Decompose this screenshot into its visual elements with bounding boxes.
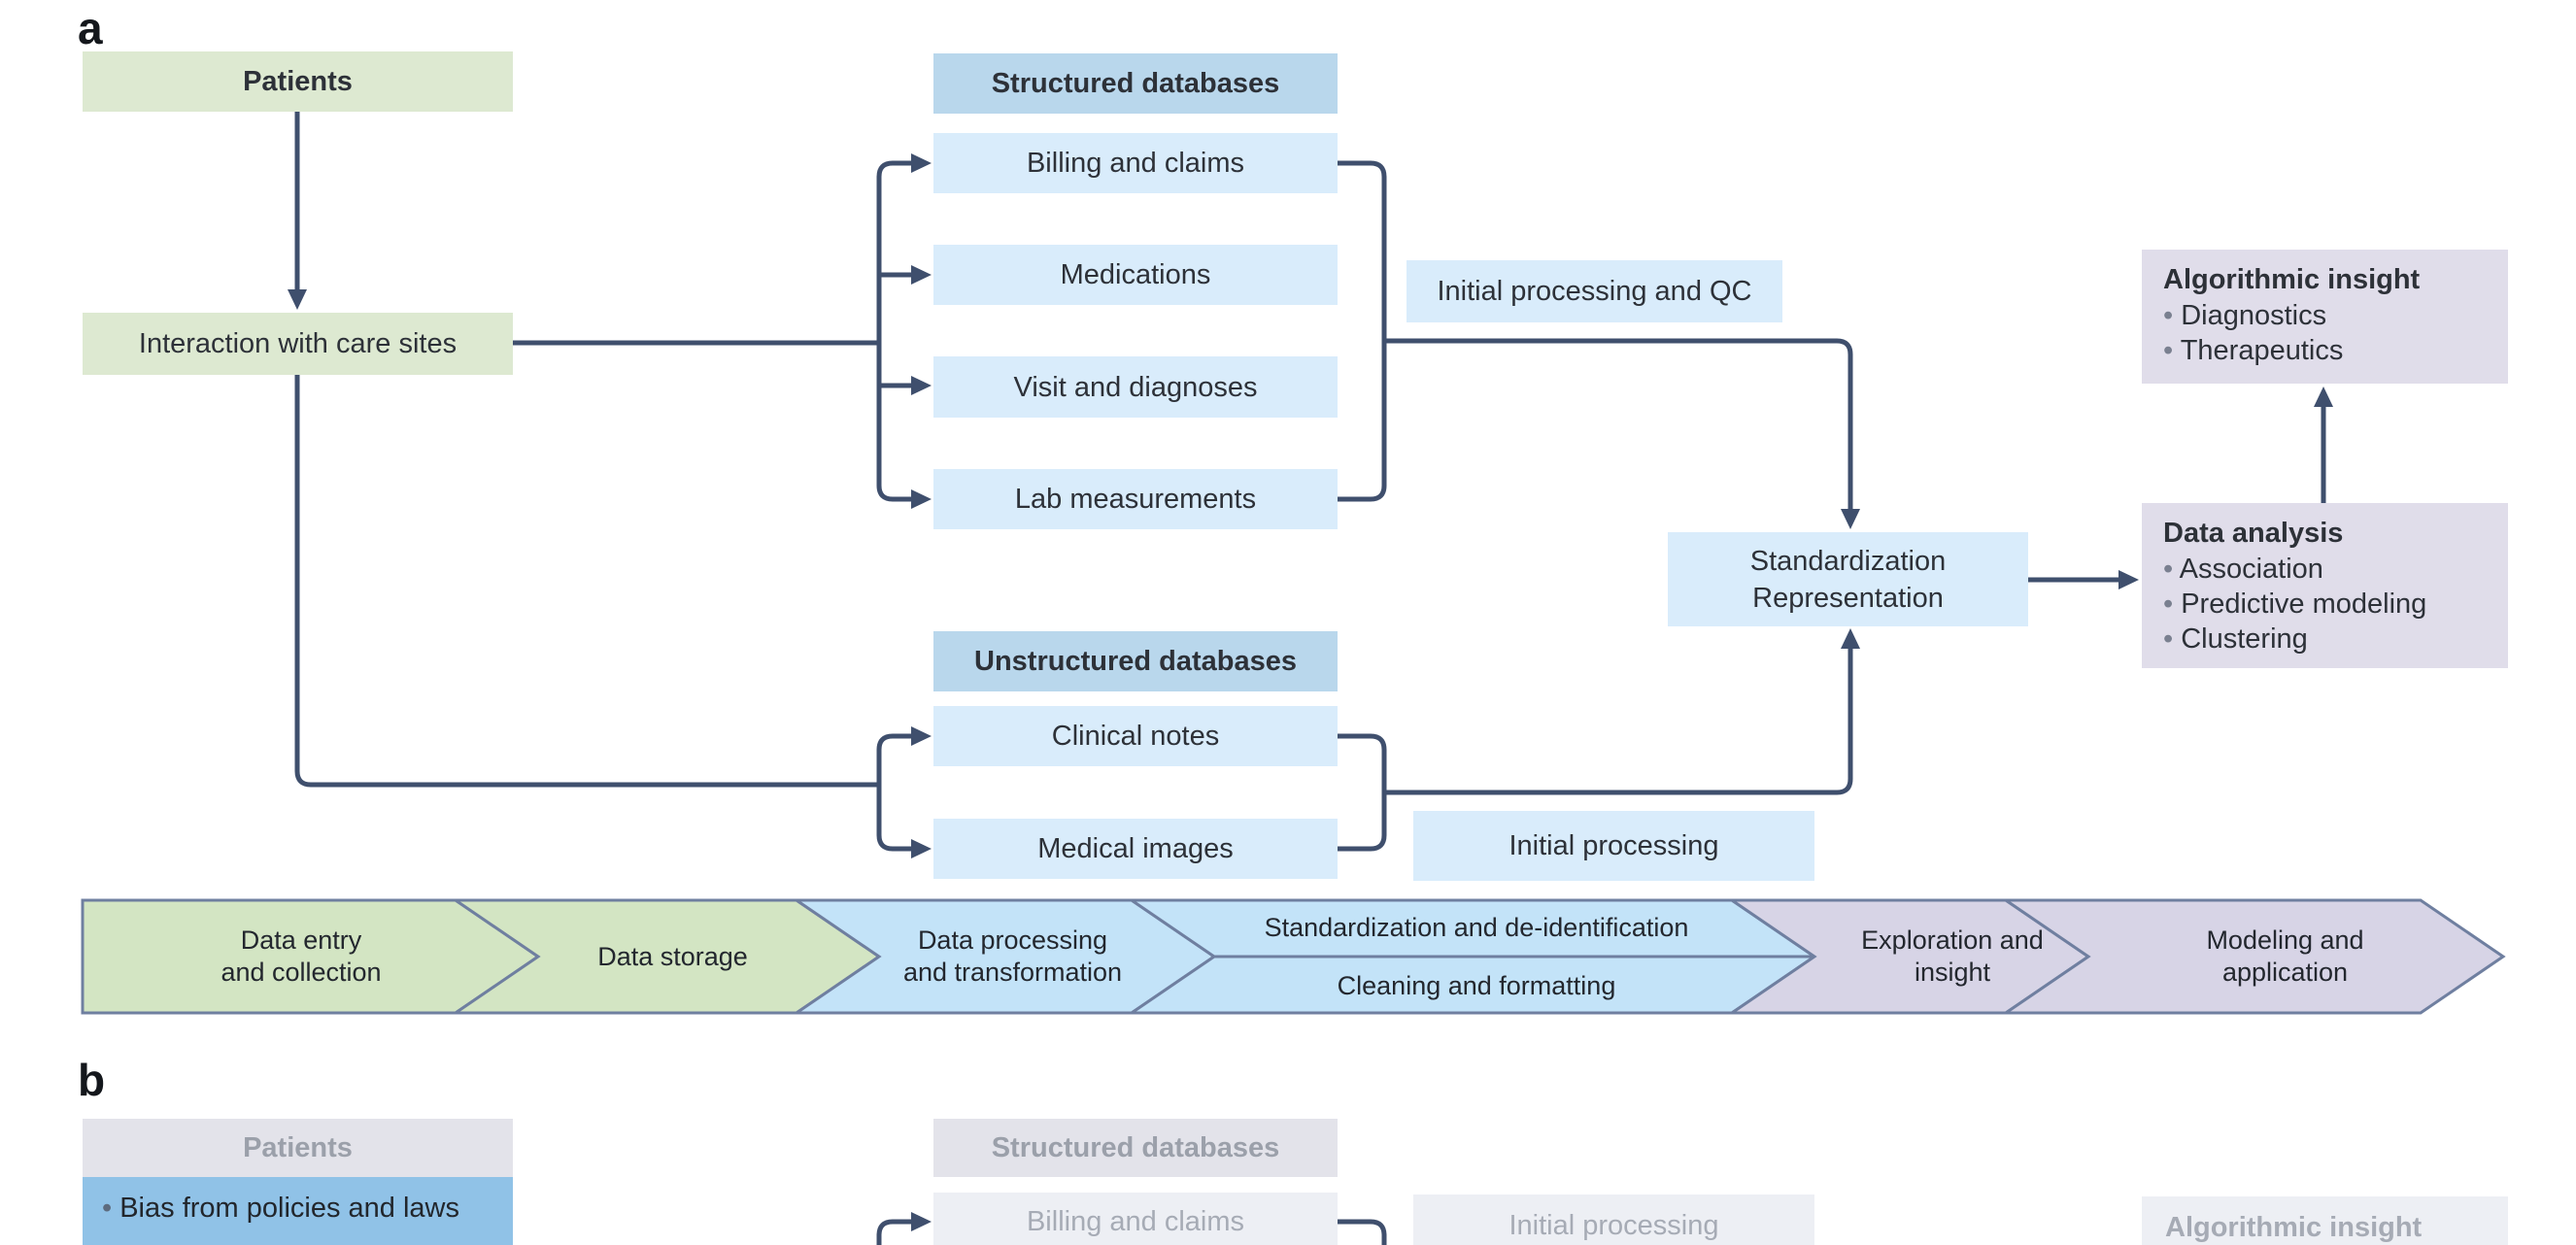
b-algorithmic-insight-box: Algorithmic insight [2142, 1196, 2508, 1245]
b-patients-bias-note-box: Bias from policies and laws [83, 1177, 513, 1245]
list-item: Diagnostics [2163, 298, 2508, 333]
arrowhead [911, 726, 932, 746]
unstructured-right-bracket [1338, 733, 1387, 852]
arrowhead [911, 376, 932, 395]
standardization-line2: Representation [1752, 582, 1944, 614]
unstructured-item-medical-images: Medical images [933, 819, 1338, 879]
data-analysis-list: Association Predictive modeling Clusteri… [2163, 552, 2508, 656]
banner-segment-modeling: Modeling and application [2206, 925, 2364, 987]
banner-segment-data-storage: Data storage [597, 941, 748, 971]
structured-item-medications: Medications [933, 245, 1338, 305]
pipeline-banner-shapes [81, 898, 2506, 1015]
banner-segment-shape-6 [2001, 898, 2506, 1015]
list-item: Clustering [2163, 622, 2508, 656]
list-item: Predictive modeling [2163, 587, 2508, 622]
banner-segment-data-entry: Data entry and collection [220, 925, 382, 987]
algorithmic-insight-title: Algorithmic insight [2163, 264, 2421, 295]
b-right-bracket [1338, 1219, 1387, 1245]
arrowhead [2314, 387, 2333, 407]
patients-box: Patients [83, 51, 513, 112]
arrowhead [288, 289, 307, 310]
b-bias-note: Bias from policies and laws [102, 1192, 499, 1225]
arrowhead [1841, 628, 1860, 649]
banner-segment-standardization-bottom: Cleaning and formatting [1337, 970, 1616, 1000]
unstructured-left-trunk [876, 733, 913, 852]
arrowhead [911, 489, 932, 509]
arrowhead [1841, 509, 1860, 529]
panel-b-label: b [78, 1055, 106, 1105]
b-initial-processing-box: Initial processing [1413, 1195, 1814, 1245]
structured-item-visit: Visit and diagnoses [933, 356, 1338, 418]
data-analysis-title: Data analysis [2163, 518, 2344, 549]
initial-processing-box: Initial processing [1413, 811, 1814, 881]
algorithmic-insight-box: Algorithmic insight Diagnostics Therapeu… [2142, 250, 2508, 384]
unstructured-item-clinical-notes: Clinical notes [933, 706, 1338, 766]
banner-segment-exploration: Exploration and insight [1861, 925, 2044, 987]
line-interaction-to-unstructured [294, 375, 880, 788]
unstructured-databases-header: Unstructured databases [933, 631, 1338, 691]
interaction-box: Interaction with care sites [83, 313, 513, 375]
b-structured-databases-header: Structured databases [933, 1119, 1338, 1177]
arrowhead [2118, 570, 2139, 589]
structured-item-billing: Billing and claims [933, 133, 1338, 193]
arrowhead [911, 1212, 932, 1231]
arrowhead [911, 265, 932, 285]
structured-right-bracket [1338, 160, 1387, 502]
data-analysis-box: Data analysis Association Predictive mod… [2142, 503, 2508, 668]
line-qc-to-standardization [1384, 338, 1853, 511]
list-item: Association [2163, 552, 2508, 587]
structured-item-lab: Lab measurements [933, 469, 1338, 529]
b-patients-header: Patients [83, 1119, 513, 1177]
b-billing-box: Billing and claims [933, 1193, 1338, 1245]
b-trunk-into-billing [876, 1219, 913, 1245]
initial-processing-qc-box: Initial processing and QC [1407, 260, 1782, 322]
structured-left-trunk [876, 160, 913, 502]
arrowhead [911, 153, 932, 173]
algorithmic-insight-list: Diagnostics Therapeutics [2163, 298, 2508, 368]
structured-databases-header: Structured databases [933, 53, 1338, 114]
line-ip-to-standardization [1384, 647, 1853, 795]
panel-a-label: a [78, 3, 103, 53]
banner-segment-standardization-top: Standardization and de-identification [1264, 912, 1689, 942]
arrowhead [911, 839, 932, 858]
standardization-box: Standardization Representation [1668, 532, 2028, 626]
banner-segment-data-processing: Data processing and transformation [902, 925, 1123, 987]
list-item: Therapeutics [2163, 333, 2508, 368]
standardization-line1: Standardization [1749, 545, 1947, 577]
